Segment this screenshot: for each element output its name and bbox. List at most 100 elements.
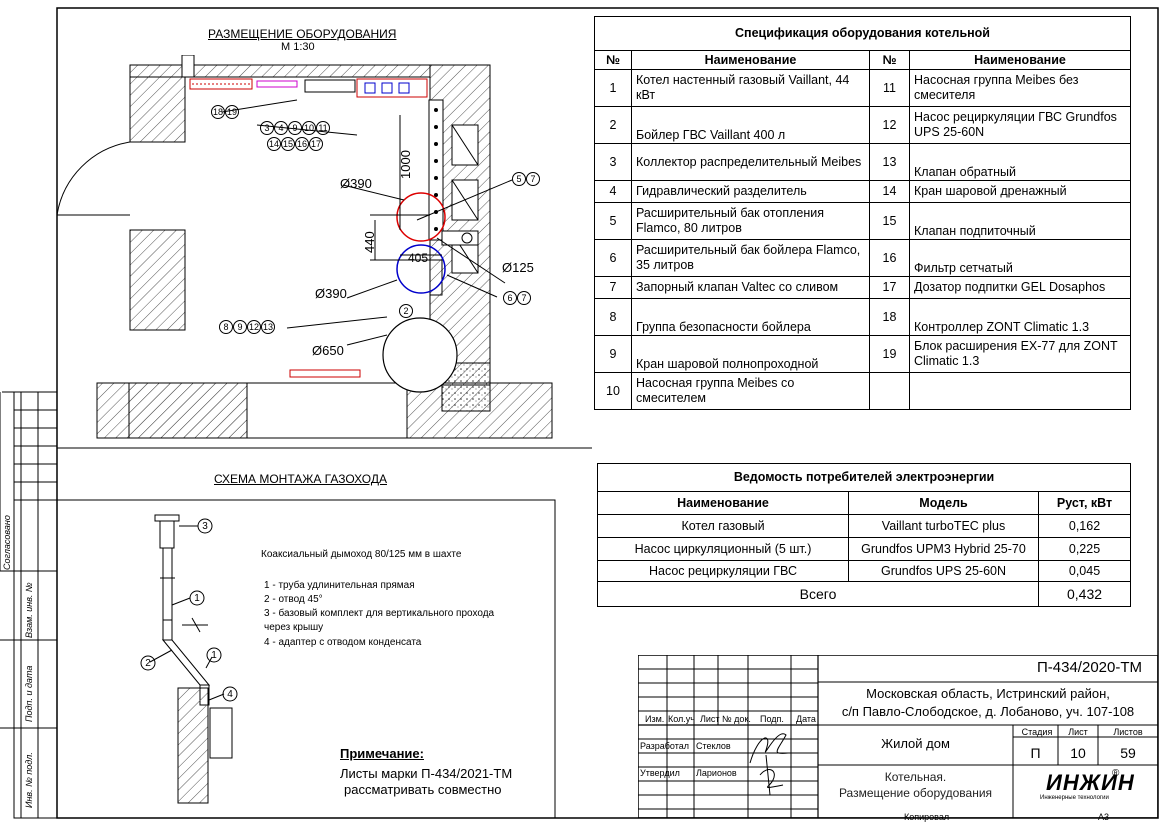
callout: 7 xyxy=(521,293,526,303)
tb-name-2: Ларионов xyxy=(696,768,737,778)
spec-cell: Фильтр сетчатый xyxy=(909,239,1131,277)
power-cell: Насос циркуляционный (5 шт.) xyxy=(597,537,849,561)
spec-cell xyxy=(909,372,1131,410)
spec-cell: 5 xyxy=(594,202,632,240)
dim-405: 405 xyxy=(408,251,428,265)
spec-cell: 10 xyxy=(594,372,632,410)
spec-cell: 9 xyxy=(594,335,632,373)
spec-table: Спецификация оборудования котельной № На… xyxy=(594,16,1131,410)
callout: 3 xyxy=(264,123,269,133)
spec-cell: Расширительный бак бойлера Flamco, 35 ли… xyxy=(631,239,870,277)
power-cell: Vaillant turboTEC plus xyxy=(848,514,1039,538)
tb-h-ndok: № док. xyxy=(722,714,751,724)
spec-cell: Группа безопасности бойлера xyxy=(631,298,870,336)
callout: 8 xyxy=(223,322,228,332)
callout: 16 xyxy=(297,139,307,149)
spec-cell: 18 xyxy=(869,298,910,336)
spec-cell: 11 xyxy=(869,69,910,107)
spec-cell: Расширительный бак отопления Flamco, 80 … xyxy=(631,202,870,240)
dim-dia125: Ø125 xyxy=(502,260,534,275)
side-label-inv: Инв. № подл. xyxy=(24,752,34,808)
spec-cell: 16 xyxy=(869,239,910,277)
sheet-title-2: Размещение оборудования xyxy=(838,786,993,800)
spec-cell: Котел настенный газовый Vaillant, 44 кВт xyxy=(631,69,870,107)
flue-desc-1: 1 - труба удлинительная прямая xyxy=(264,580,415,591)
spec-cell: 2 xyxy=(594,106,632,144)
flue-callout: 3 xyxy=(202,521,208,532)
callout: 17 xyxy=(311,139,321,149)
spec-h-name: Наименование xyxy=(631,50,870,70)
spec-cell: Контроллер ZONT Climatic 1.3 xyxy=(909,298,1131,336)
tb-h-podp: Подп. xyxy=(760,714,784,724)
table-row: Насос циркуляционный (5 шт.) Grundfos UP… xyxy=(597,537,1132,561)
tb-role-1: Разработал xyxy=(640,741,689,751)
flue-diagram: 3 1 2 1 4 xyxy=(140,514,238,804)
tb-h-izm: Изм. xyxy=(645,714,665,724)
spec-cell: 19 xyxy=(869,335,910,373)
spec-cell: Гидравлический разделитель xyxy=(631,180,870,203)
callout: 9 xyxy=(237,322,242,332)
power-cell: Котел газовый xyxy=(597,514,849,538)
spec-cell: 14 xyxy=(869,180,910,203)
callout: 5 xyxy=(516,174,521,184)
power-total-value: 0,432 xyxy=(1037,581,1132,607)
spec-cell: Коллектор распределительный Meibes xyxy=(631,143,870,181)
side-label-soglasovano: Согласовано xyxy=(2,515,12,570)
tb-h-stadia: Стадия xyxy=(1021,727,1053,737)
spec-cell: 12 xyxy=(869,106,910,144)
power-caption: Ведомость потребителей электроэнергии xyxy=(596,463,1132,492)
spec-cell: 8 xyxy=(594,298,632,336)
spec-cell: 1 xyxy=(594,69,632,107)
spec-h-no: № xyxy=(869,50,910,70)
stadia-value: П xyxy=(1030,745,1041,761)
callout: 13 xyxy=(263,322,273,332)
power-h-name: Наименование xyxy=(597,491,849,515)
spec-cell: 17 xyxy=(869,276,910,299)
flue-desc-4: через крышу xyxy=(264,622,324,633)
callout: 11 xyxy=(318,123,327,133)
callout: 15 xyxy=(283,139,293,149)
gas-title: СХЕМА МОНТАЖА ГАЗОХОДА xyxy=(214,472,387,486)
flue-desc-2: 2 - отвод 45° xyxy=(264,594,323,605)
power-cell: 0,045 xyxy=(1037,560,1132,582)
callout: 18 xyxy=(213,107,223,117)
company-logo: ИНЖИН xyxy=(1046,770,1135,795)
spec-caption: Спецификация оборудования котельной xyxy=(594,16,1131,51)
callout: 7 xyxy=(530,174,535,184)
spec-h-no: № xyxy=(594,50,632,70)
dim-dia390-bottom: Ø390 xyxy=(315,286,347,301)
table-row: Котел газовый Vaillant turboTEC plus 0,1… xyxy=(597,514,1132,538)
power-total-label: Всего xyxy=(597,581,1039,607)
callout: 2 xyxy=(403,306,408,316)
power-cell: Grundfos UPM3 Hybrid 25-70 xyxy=(848,537,1039,561)
spec-h-name: Наименование xyxy=(909,50,1131,70)
flue-callout: 1 xyxy=(211,650,217,661)
spec-cell: Насосная группа Meibes со смесителем xyxy=(631,372,870,410)
spec-cell: Дозатор подпитки GEL Dosaphos xyxy=(909,276,1131,299)
company-subtitle: Инженерные технологии xyxy=(1040,795,1109,801)
flue-desc-0: Коаксиальный дымоход 80/125 мм в шахте xyxy=(261,549,462,560)
side-label-podp: Подп. и дата xyxy=(24,665,34,722)
tb-name-1: Стеклов xyxy=(696,741,731,751)
power-cell: 0,225 xyxy=(1037,537,1132,561)
note-title: Примечание: xyxy=(340,746,424,761)
sheets-value: 59 xyxy=(1120,745,1136,761)
object-name: Жилой дом xyxy=(881,736,950,751)
power-cell: 0,162 xyxy=(1037,514,1132,538)
callout: 19 xyxy=(227,107,237,117)
callout: 14 xyxy=(269,139,279,149)
flue-callout: 1 xyxy=(194,593,200,604)
logo-reg-mark: ® xyxy=(1112,768,1120,779)
callout: 6 xyxy=(507,293,512,303)
dim-1000: 1000 xyxy=(398,150,413,179)
